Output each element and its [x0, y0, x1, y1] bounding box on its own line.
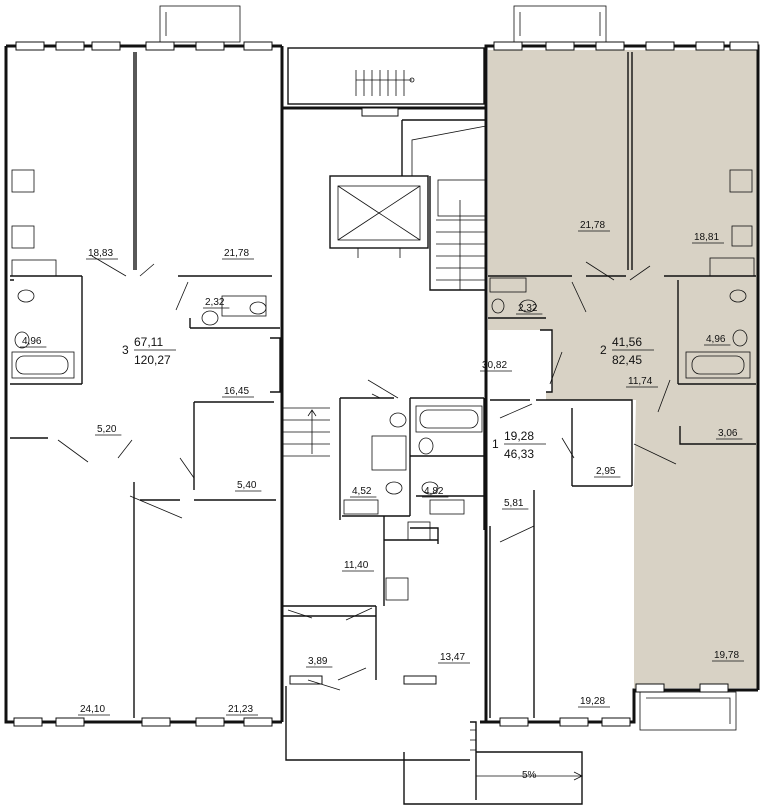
- main-stair: [401, 119, 487, 291]
- room-area-label: 11,74: [628, 376, 653, 387]
- apartment-number: 3: [122, 343, 129, 357]
- room-area-label: 18,83: [88, 248, 113, 259]
- apartment-living-area: 67,11: [134, 335, 163, 349]
- apartment-number: 1: [492, 437, 499, 451]
- room-area-label: 21,23: [228, 704, 253, 715]
- room-area-label: 4,96: [22, 336, 42, 347]
- room-area-label: 11,40: [344, 560, 369, 571]
- balconies: [159, 5, 737, 731]
- apartment-living-area: 19,28: [504, 429, 534, 443]
- room-area-label: 13,47: [440, 652, 465, 663]
- highlighted-apartment-fill: [488, 50, 758, 688]
- room-area-label: 2,32: [205, 297, 225, 308]
- room-area-label: 24,10: [80, 704, 105, 715]
- apartment-total-area: 82,45: [612, 353, 642, 367]
- room-area-label: 4,82: [424, 486, 444, 497]
- room-area-label: 5,20: [97, 424, 117, 435]
- door-swings: [57, 255, 677, 691]
- room-area-label: 2,32: [518, 303, 538, 314]
- ramp-slope-label: 5%: [522, 770, 537, 781]
- room-area-label: 18,81: [694, 232, 719, 243]
- room-area-label: 16,45: [224, 386, 249, 397]
- entrance-ramp: [285, 686, 583, 805]
- apartment-living-area: 41,56: [612, 335, 642, 349]
- apartment-number: 2: [600, 343, 607, 357]
- apartment-total-area: 120,27: [134, 353, 171, 367]
- room-area-label: 4,96: [706, 334, 726, 345]
- room-area-label: 5,40: [237, 480, 257, 491]
- room-area-label: 19,28: [580, 696, 605, 707]
- room-area-label: 4,52: [352, 486, 372, 497]
- room-area-label: 3,89: [308, 656, 328, 667]
- apartment-total-area: 46,33: [504, 447, 534, 461]
- top-stair: [287, 47, 485, 105]
- room-labels: 18,83 21,78 2,32 4,96 16,45 5,20 5,40 24,10 21,2…: [20, 220, 744, 716]
- room-area-label: 19,78: [714, 650, 739, 661]
- elevator-shaft: [329, 175, 429, 258]
- room-area-label: 2,95: [596, 466, 616, 477]
- room-area-label: 5,81: [504, 498, 524, 509]
- apartment-labels: 3 67,11 120,27 2 41,56 82,45 1 19,28 46,33: [122, 335, 654, 461]
- room-area-label: 30,82: [482, 360, 507, 371]
- windows: [13, 41, 759, 727]
- room-area-label: 21,78: [580, 220, 605, 231]
- fixtures: [11, 169, 755, 601]
- room-area-label: 3,06: [718, 428, 738, 439]
- side-stair: [282, 407, 330, 457]
- room-area-label: 21,78: [224, 248, 249, 259]
